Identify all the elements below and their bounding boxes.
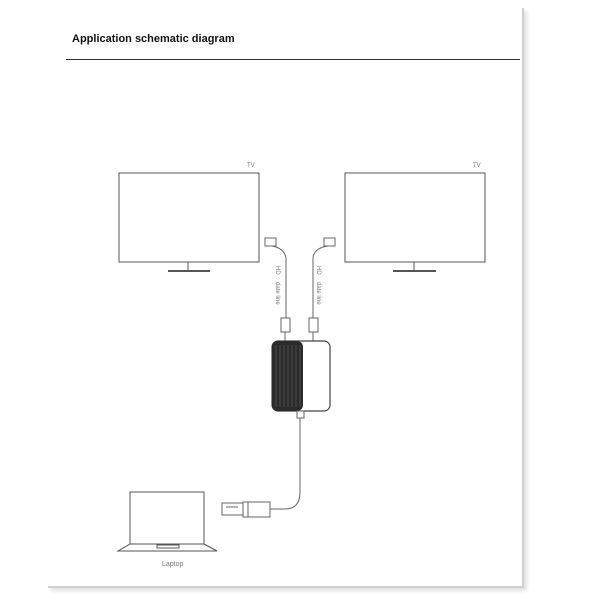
tv-right	[344, 172, 486, 272]
cable-right-upper	[312, 245, 329, 318]
tv-right-label: TV	[473, 163, 481, 169]
laptop-screen	[129, 491, 205, 545]
usb-cable	[221, 418, 301, 518]
laptop-touchpad	[156, 544, 180, 549]
cable-right-label-hd: HD	[315, 266, 321, 275]
page-title: Application schematic diagram	[72, 33, 235, 45]
cable-left-label-hd: HD	[274, 266, 280, 275]
laptop-base	[116, 543, 218, 552]
hd-plug-right-top-icon	[323, 237, 336, 247]
hd-cable-left	[264, 237, 291, 342]
splitter-usb-port-icon	[296, 410, 305, 419]
splitter-ribbed-panel	[272, 341, 303, 411]
tv-right-screen	[344, 172, 486, 263]
hd-cable-right	[308, 237, 336, 342]
usb-plug-icon	[221, 502, 244, 516]
splitter-box	[271, 340, 331, 419]
tv-left	[118, 172, 260, 272]
hd-plug-left-top-icon	[264, 237, 277, 247]
laptop-label: Laptop	[162, 561, 184, 568]
usb-adapter-icon	[242, 501, 271, 518]
hd-plug-right-bottom-icon	[308, 317, 319, 333]
title-divider	[66, 59, 520, 60]
cable-right-label-line: date line	[315, 282, 321, 305]
cable-left-upper	[271, 245, 287, 318]
usb-cable-line	[270, 418, 301, 510]
tv-left-screen	[118, 172, 260, 263]
laptop-icon	[116, 491, 218, 552]
hd-plug-left-bottom-icon	[280, 317, 291, 333]
splitter-ribs	[275, 345, 301, 407]
cable-left-label-line: date line	[274, 282, 280, 305]
tv-left-label: TV	[247, 163, 255, 169]
